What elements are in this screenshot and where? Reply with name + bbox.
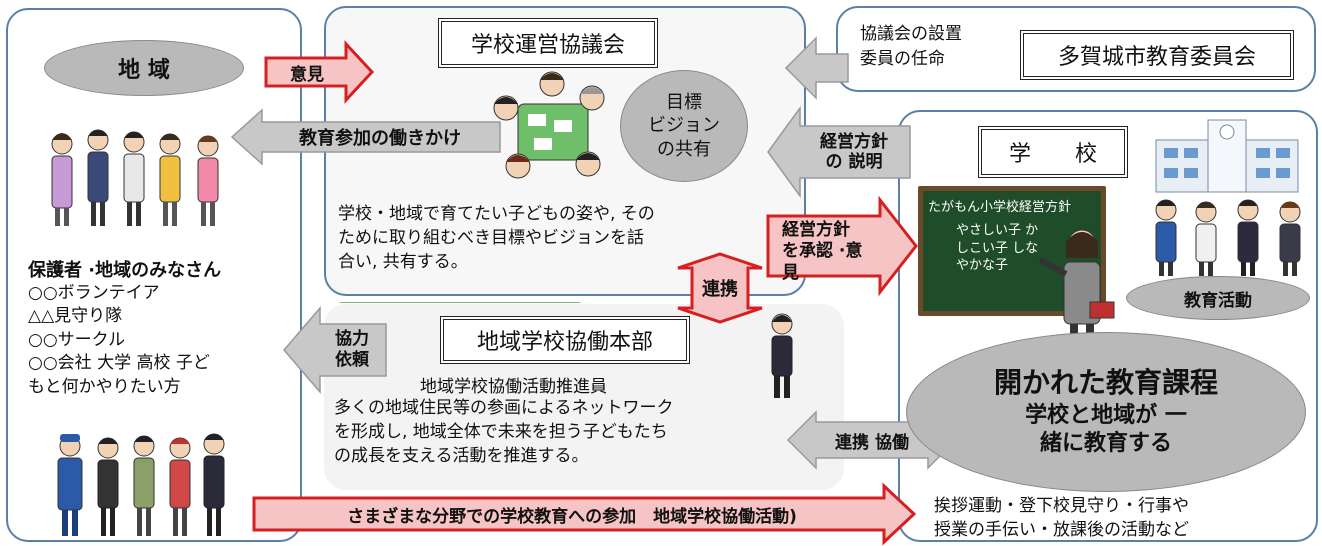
person-icon	[97, 437, 119, 536]
person-icon	[169, 437, 191, 536]
chalkboard-line: しこい子 しな	[956, 240, 1039, 256]
school-title-box: 学 校	[978, 126, 1128, 178]
school-activities-line: 授業の手伝い・放課後の活動など	[934, 520, 1189, 541]
person-icon	[1155, 199, 1177, 276]
person-icon	[51, 133, 73, 226]
policy-approve-line: 見	[782, 262, 799, 283]
collab-label: 連携 協働	[835, 432, 909, 453]
headquarters-description-line: の成長を支える活動を推進する。	[334, 446, 589, 467]
school-activities: 挨拶運動・登下校見守り・行事や 授業の手伝い・放課後の活動など	[934, 494, 1189, 542]
education-activity-oval: 教育活動	[1126, 276, 1310, 320]
community-group-item: ○○会社 大学 高校 子ど	[28, 353, 210, 374]
council-title-box: 学校運営協議会	[438, 18, 658, 68]
divider-line	[340, 302, 580, 303]
school-activities-line: 挨拶運動・登下校見守り・行事や	[934, 496, 1189, 516]
headquarters-description: 多くの地域住民等の参画によるネットワーク を形成し, 地域全体で未来を担う子ども…	[334, 396, 674, 468]
chalkboard-line: やかな子	[956, 258, 1009, 274]
policy-approve-arrow	[766, 195, 918, 297]
community-oval: 地 域	[44, 40, 244, 96]
community-group-item: △△見守り隊	[28, 306, 123, 327]
community-group-item: ○○ボランテイア	[28, 283, 160, 303]
goal-vision-oval: 目標 ビジョン の共有	[620, 70, 748, 182]
board-title-box: 多賀城市教育委員会	[1020, 30, 1294, 80]
goal-line: ビジョン	[648, 115, 720, 137]
opinion-label: 意見	[290, 64, 324, 85]
council-description-line: 合い, 共有する。	[338, 252, 468, 273]
cooperation-line: 依頼	[335, 350, 369, 370]
board-note-line: 委員の任命	[860, 48, 945, 69]
board-note: 協議会の設置 委員の任命	[860, 22, 962, 71]
policy-approve-line: を承認 ·意	[782, 241, 863, 262]
participation-label: 教育参加の働きかけ	[299, 128, 461, 149]
headquarters-title: 地域学校協働本部	[476, 330, 653, 355]
curriculum-sub-line: 緒に教育する	[1039, 431, 1172, 457]
person-icon	[87, 129, 109, 226]
community-panel	[6, 8, 302, 542]
council-description: 学校・地域で育てたい子どもの姿や, その ために取り組むべき目標やビジョンを話 …	[338, 202, 655, 274]
person-icon	[159, 133, 181, 226]
person-icon	[1279, 201, 1301, 276]
goal-line: の共有	[657, 138, 711, 160]
cooperation-line: 協力	[335, 328, 369, 349]
council-description-line: 学校・地域で育てたい子どもの姿や, その	[338, 204, 655, 224]
person-icon	[123, 131, 145, 226]
policy-explain-line: の 説明	[825, 152, 883, 172]
board-to-council-arrow	[784, 36, 849, 100]
bottom-banner-arrow	[252, 482, 917, 546]
curriculum-title: 開かれた教育課程	[993, 366, 1218, 400]
cooperation-label: 協力 依頼	[320, 326, 384, 374]
link-label: 連携	[702, 279, 738, 300]
bottom-banner-label: さまざまな分野での学校教育への参加 地域学校協働活動)	[347, 506, 797, 527]
coordinator-title: 地域学校協働活動推進員	[420, 377, 607, 397]
community-group-list: ○○ボランテイア △△見守り隊 ○○サークル ○○会社 大学 高校 子ど もと何…	[28, 282, 210, 399]
policy-explain-label: 経営方針 の 説明	[800, 126, 908, 178]
policy-approve-label: 経営方針 を承認 ·意 見	[782, 220, 862, 284]
person-icon	[133, 435, 155, 536]
guardians-title: 保護者 ·地域のみなさん	[28, 260, 222, 281]
chalkboard-line: やさしい子 か	[956, 223, 1039, 238]
person-icon	[1195, 201, 1217, 276]
education-activity-label: 教育活動	[1184, 290, 1252, 311]
council-title: 学校運営協議会	[470, 33, 625, 58]
person-icon	[203, 433, 225, 536]
goal-line: 目標	[666, 91, 702, 113]
person-icon	[1237, 199, 1259, 276]
participation-arrow	[230, 108, 501, 166]
community-group-item: ○○サークル	[28, 329, 126, 350]
community-group-item: もと何かやりたい方	[28, 376, 181, 397]
community-title: 地 域	[118, 58, 170, 83]
headquarters-description-line: を形成し, 地域全体で未来を担う子どもたち	[334, 422, 668, 443]
headquarters-title-box: 地域学校協働本部	[440, 316, 690, 364]
person-icon	[197, 135, 219, 226]
council-description-line: ために取り組むべき目標やビジョンを話	[338, 228, 644, 249]
board-note-line: 協議会の設置	[860, 24, 962, 44]
cooperation-arrow	[283, 305, 387, 395]
board-title: 多賀城市教育委員会	[1057, 45, 1256, 70]
chalkboard-title: たがもん小学校経営方針	[928, 200, 1072, 215]
policy-explain-line: 経営方針	[820, 131, 888, 152]
open-curriculum-oval: 開かれた教育課程 学校と地域が 一 緒に教育する	[906, 332, 1306, 492]
policy-approve-line: 経営方針	[782, 220, 850, 240]
headquarters-description-line: 多くの地域住民等の参画によるネットワーク	[334, 398, 674, 418]
curriculum-sub-line: 学校と地域が 一	[1025, 402, 1187, 428]
policy-explain-arrow	[767, 105, 911, 199]
school-title: 学 校	[1008, 142, 1097, 167]
link-arrow	[677, 252, 763, 324]
opinion-arrow	[264, 40, 375, 104]
chalkboard-text: やさしい子 か しこい子 しな やかな子	[956, 222, 1038, 275]
person-icon	[57, 434, 83, 536]
